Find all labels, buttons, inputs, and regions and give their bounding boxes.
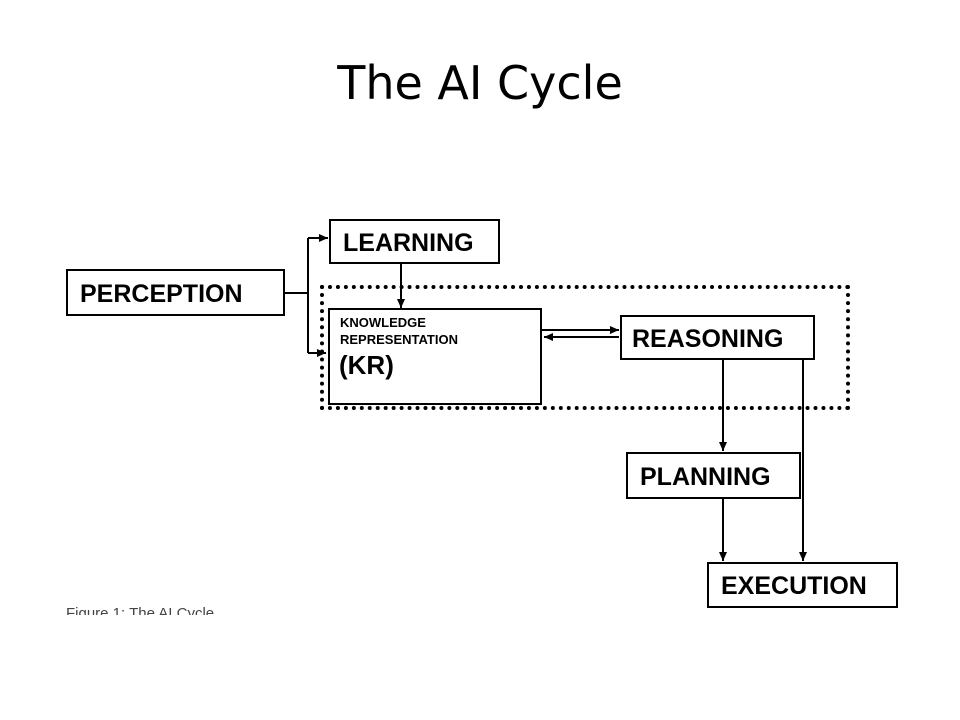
figure-caption: Figure 1: The AI Cycle bbox=[66, 605, 215, 615]
perception-box: PERCEPTION bbox=[66, 269, 285, 316]
slide-title: The AI Cycle bbox=[337, 56, 623, 110]
ai-cycle-diagram: PERCEPTION LEARNING KNOWLEDGE REPRESENTA… bbox=[58, 205, 908, 615]
learning-box: LEARNING bbox=[329, 219, 500, 264]
reasoning-box: REASONING bbox=[620, 315, 815, 360]
planning-label: PLANNING bbox=[640, 463, 771, 491]
learning-label: LEARNING bbox=[343, 229, 474, 257]
kr-reasoning-group bbox=[320, 285, 850, 410]
kr-label-line2: REPRESENTATION bbox=[340, 332, 458, 347]
reasoning-label: REASONING bbox=[632, 325, 784, 353]
perception-label: PERCEPTION bbox=[80, 280, 243, 308]
diagram-connectors bbox=[285, 234, 807, 561]
execution-box: EXECUTION bbox=[707, 562, 898, 608]
planning-box: PLANNING bbox=[626, 452, 801, 499]
kr-label-line1: KNOWLEDGE bbox=[340, 315, 426, 330]
kr-label-line3: (KR) bbox=[339, 350, 394, 380]
execution-label: EXECUTION bbox=[721, 572, 867, 600]
kr-box: KNOWLEDGE REPRESENTATION (KR) bbox=[328, 308, 542, 405]
